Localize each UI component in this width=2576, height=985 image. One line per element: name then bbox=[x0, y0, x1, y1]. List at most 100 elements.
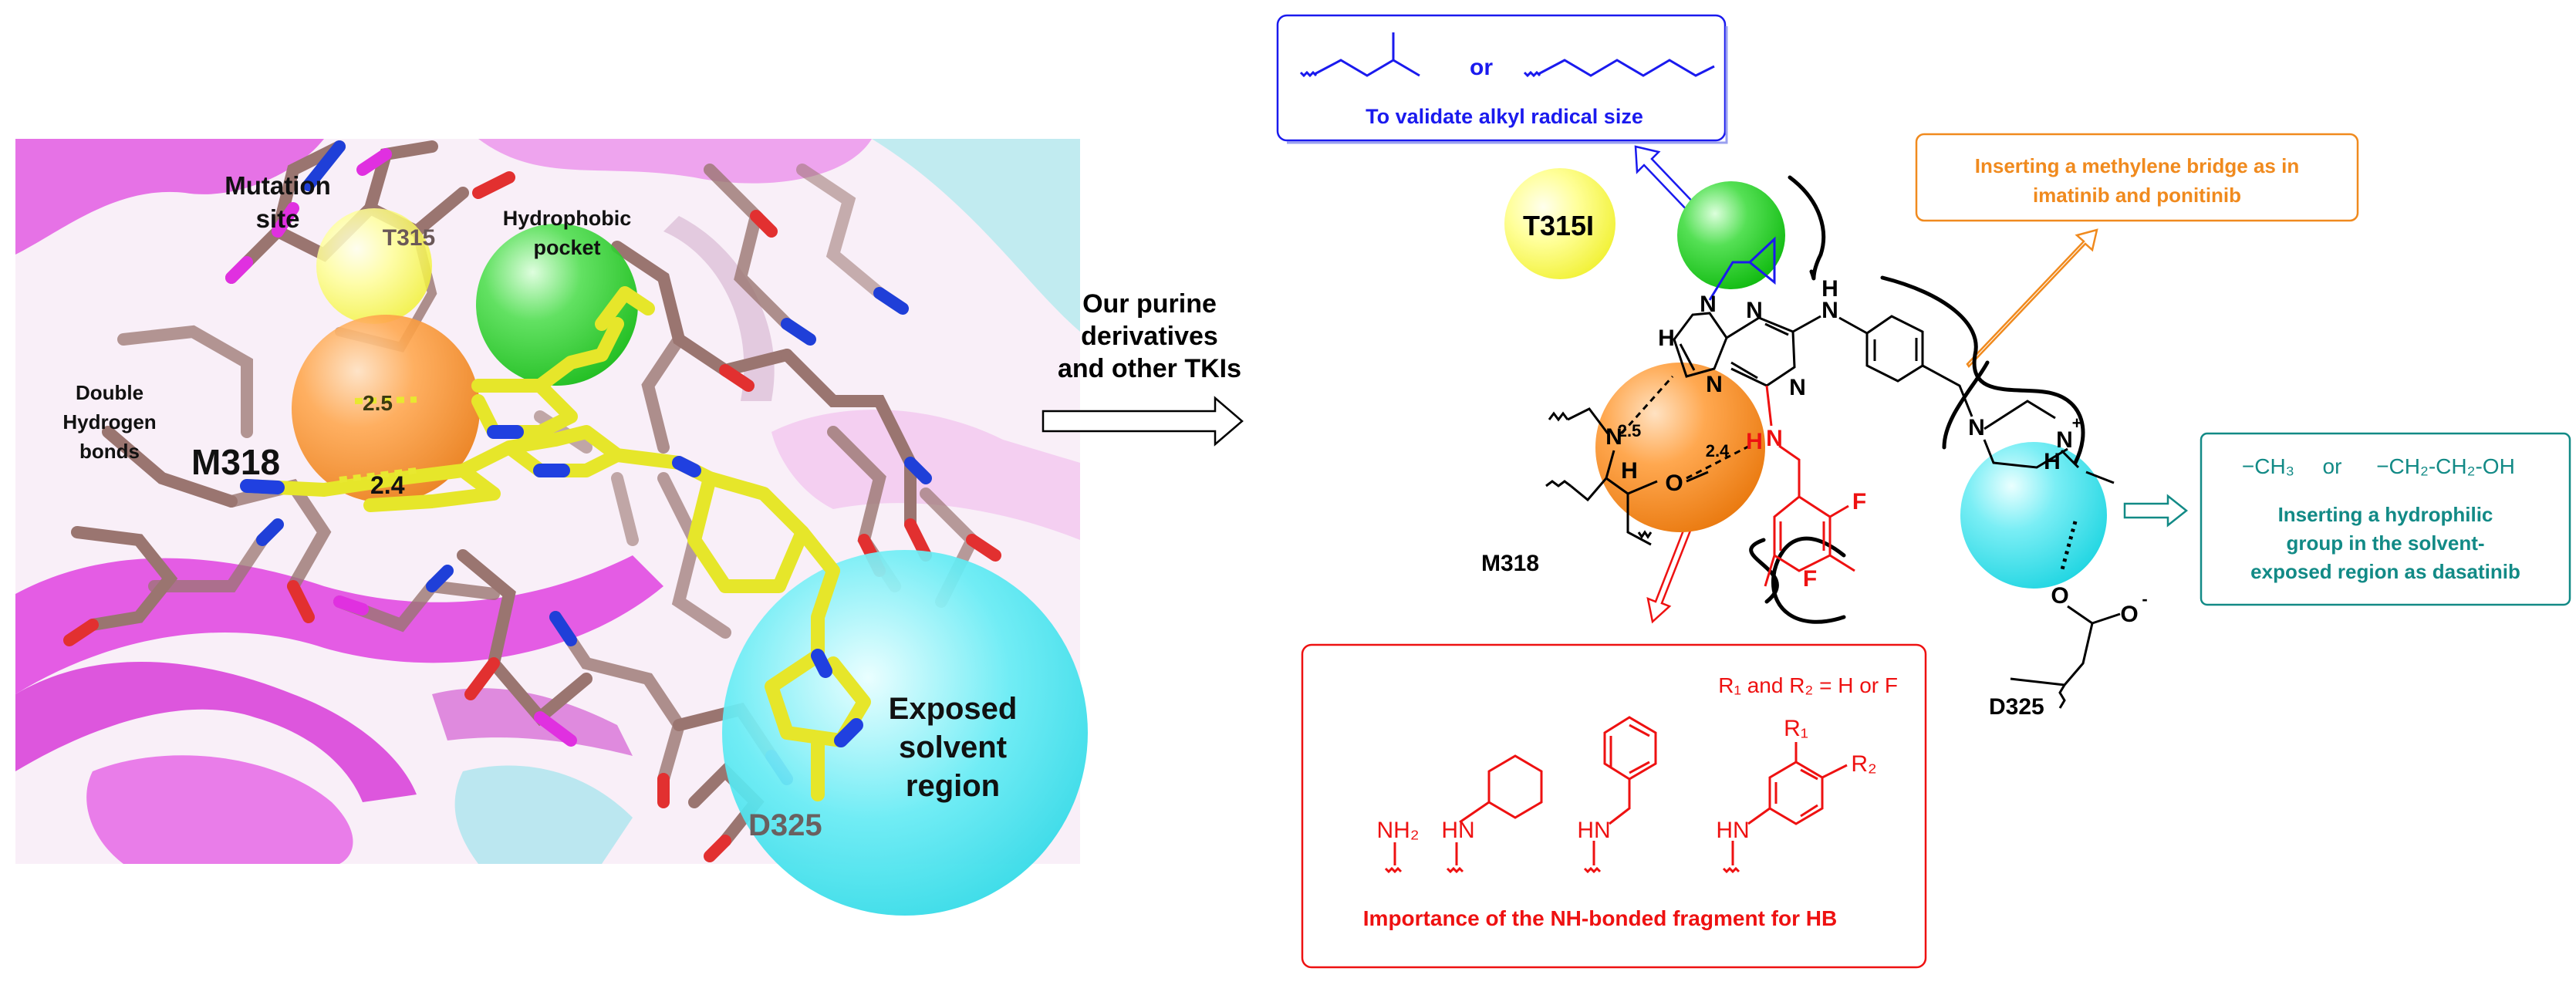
purine-scaffold bbox=[1673, 312, 2080, 469]
atom-n7: N bbox=[1706, 372, 1723, 397]
cyclohexyl-ring bbox=[1487, 754, 1543, 819]
distance-24-scheme: 2.4 bbox=[1706, 441, 1730, 460]
atom-minus: - bbox=[2142, 589, 2147, 609]
r2-label: R₂ bbox=[1851, 751, 1876, 777]
r1r2-definition: R₁ and R₂ = H or F bbox=[1718, 673, 1898, 697]
arrow-to-methylene-box bbox=[1966, 228, 2098, 368]
ligand-atoms bbox=[240, 425, 863, 747]
atom-hinge-o: O bbox=[1665, 471, 1683, 496]
isopentyl-chain bbox=[1314, 32, 1420, 77]
t315i-sphere bbox=[1504, 168, 1615, 279]
hydrophilic-or: or bbox=[2323, 454, 2342, 478]
hydroxyethyl-label: −CH₂-CH₂-OH bbox=[2376, 454, 2515, 478]
alkyl-box: or To validate alkyl radical size bbox=[1276, 14, 1728, 144]
t315i-label: T315I bbox=[1523, 210, 1594, 241]
nh-fragment-box: R₁ and R₂ = H or F NH₂ HN HN HN R₁ R₂ bbox=[1301, 643, 1927, 969]
binding-site-outline bbox=[1749, 175, 2085, 624]
hydrophilic-text-1: Inserting a hydrophilic bbox=[2278, 503, 2493, 526]
atom-piperazine-n2: N bbox=[2056, 427, 2073, 453]
atom-n9: N bbox=[1700, 292, 1717, 317]
aspartate-sidechain bbox=[2010, 471, 2121, 709]
pocket-sphere-scheme bbox=[1677, 181, 1785, 289]
atom-f-para: F bbox=[1852, 489, 1866, 514]
m318-label: M318 bbox=[191, 442, 280, 482]
hydrophilic-text-2: group in the solvent- bbox=[2286, 531, 2484, 555]
d325-label: D325 bbox=[748, 808, 822, 842]
cyclopropylmethyl bbox=[1708, 236, 1776, 301]
scaffold-atom-labels: N H N N N N H N H F F N N + H N 2.5 H 2.… bbox=[1605, 276, 2148, 627]
mutation-site-label-2: site bbox=[256, 204, 300, 233]
nh2-fragment bbox=[1384, 842, 1403, 874]
benzyl-ring bbox=[1603, 716, 1657, 781]
double-hb-label-1: Double bbox=[76, 381, 143, 404]
nh2-label: NH₂ bbox=[1377, 818, 1420, 843]
mutation-site-label-1: Mutation bbox=[225, 171, 330, 200]
exposed-solvent-label-1: Exposed bbox=[889, 692, 1018, 726]
atom-piperazine-h: H bbox=[2044, 449, 2061, 474]
hinge-sphere bbox=[292, 315, 480, 503]
mutation-site-sphere bbox=[316, 208, 432, 324]
transition-arrow: Our purine derivatives and other TKIs bbox=[1042, 289, 1244, 447]
atom-nh-red-h: H bbox=[1746, 429, 1763, 454]
transition-caption-1: Our purine bbox=[1082, 289, 1217, 319]
transition-caption-2: derivatives bbox=[1081, 322, 1218, 351]
arrow-to-hydrophilic-box bbox=[2123, 494, 2189, 528]
double-hb-label-2: Hydrogen bbox=[62, 410, 156, 433]
atom-carboxyl-ominus: O bbox=[2120, 602, 2138, 627]
distance-24-label: 2.4 bbox=[370, 471, 405, 499]
nh-caption: Importance of the NH-bonded fragment for… bbox=[1363, 906, 1837, 930]
exposed-solvent-label-3: region bbox=[906, 769, 1000, 803]
cyclohexyl-stem bbox=[1446, 801, 1490, 874]
wavy-bond-2 bbox=[1523, 70, 1541, 78]
hydrophilic-box: −CH₃ or −CH₂-CH₂-OH Inserting a hydrophi… bbox=[2200, 432, 2571, 606]
hollow-arrow-right bbox=[1042, 396, 1244, 447]
cyclohexyl-hn-label: HN bbox=[1441, 818, 1474, 843]
alkyl-caption: To validate alkyl radical size bbox=[1366, 105, 1643, 128]
atom-piperazine-n1: N bbox=[1968, 415, 1985, 440]
aniline-substituent-bonds bbox=[1794, 742, 1848, 779]
alkyl-or: or bbox=[1470, 55, 1493, 80]
distance-25-label: 2.5 bbox=[363, 391, 393, 415]
methylene-box: Inserting a methylene bridge as in imati… bbox=[1915, 133, 2359, 222]
hydrophobic-pocket-sphere bbox=[476, 224, 638, 386]
hexyl-chain bbox=[1538, 59, 1715, 77]
exposed-solvent-label-2: solvent bbox=[899, 730, 1007, 764]
atom-nh-red-n: N bbox=[1766, 426, 1783, 451]
atom-nh-top-n: N bbox=[1821, 298, 1838, 323]
d325-scheme-label: D325 bbox=[1989, 694, 2044, 720]
methylene-text-2: imatinib and ponitinib bbox=[2033, 184, 2241, 207]
atom-f-meta: F bbox=[1803, 566, 1817, 592]
atom-nh-top-h: H bbox=[1821, 276, 1838, 302]
hydrophobic-pocket-label-2: pocket bbox=[533, 236, 600, 259]
hbond-dashes bbox=[339, 396, 417, 483]
difluoroaniline bbox=[1764, 444, 1855, 587]
atom-plus: + bbox=[2072, 413, 2082, 433]
hinge-backbone bbox=[1545, 407, 1709, 546]
m318-scheme-label: M318 bbox=[1481, 551, 1539, 576]
ch3-label: −CH₃ bbox=[2242, 454, 2294, 478]
hydrophobic-pocket-label-1: Hydrophobic bbox=[503, 207, 632, 230]
t315-label: T315 bbox=[383, 225, 435, 251]
solvent-sphere-scheme bbox=[1960, 442, 2107, 589]
benzyl-hn-label: HN bbox=[1577, 818, 1610, 843]
aniline-stem bbox=[1722, 807, 1771, 874]
wavy-bond-1 bbox=[1299, 70, 1318, 78]
hbond-dashes-scheme bbox=[1620, 376, 1751, 480]
hydrophilic-text-3: exposed region as dasatinib bbox=[2250, 560, 2520, 583]
distance-25-scheme: 2.5 bbox=[1618, 421, 1642, 440]
double-hb-label-3: bonds bbox=[79, 440, 140, 463]
benzyl-stem bbox=[1583, 779, 1631, 874]
atom-h8: H bbox=[1658, 326, 1675, 351]
r1-label: R₁ bbox=[1784, 716, 1808, 741]
atom-n3: N bbox=[1746, 298, 1763, 323]
structure-labels: Mutation site T315 Hydrophobic pocket Do… bbox=[62, 171, 1017, 842]
methylene-text-1: Inserting a methylene bridge as in bbox=[1975, 154, 2299, 177]
atom-hinge-h: H bbox=[1621, 458, 1638, 484]
atom-n1: N bbox=[1789, 375, 1806, 400]
atom-hinge-n: N bbox=[1605, 424, 1622, 450]
transition-caption-3: and other TKIs bbox=[1058, 354, 1241, 383]
aniline-hn-label: HN bbox=[1716, 818, 1749, 843]
structure-panel: Mutation site T315 Hydrophobic pocket Do… bbox=[15, 139, 1088, 916]
scheme-panel: or To validate alkyl radical size Insert… bbox=[1276, 14, 2571, 969]
